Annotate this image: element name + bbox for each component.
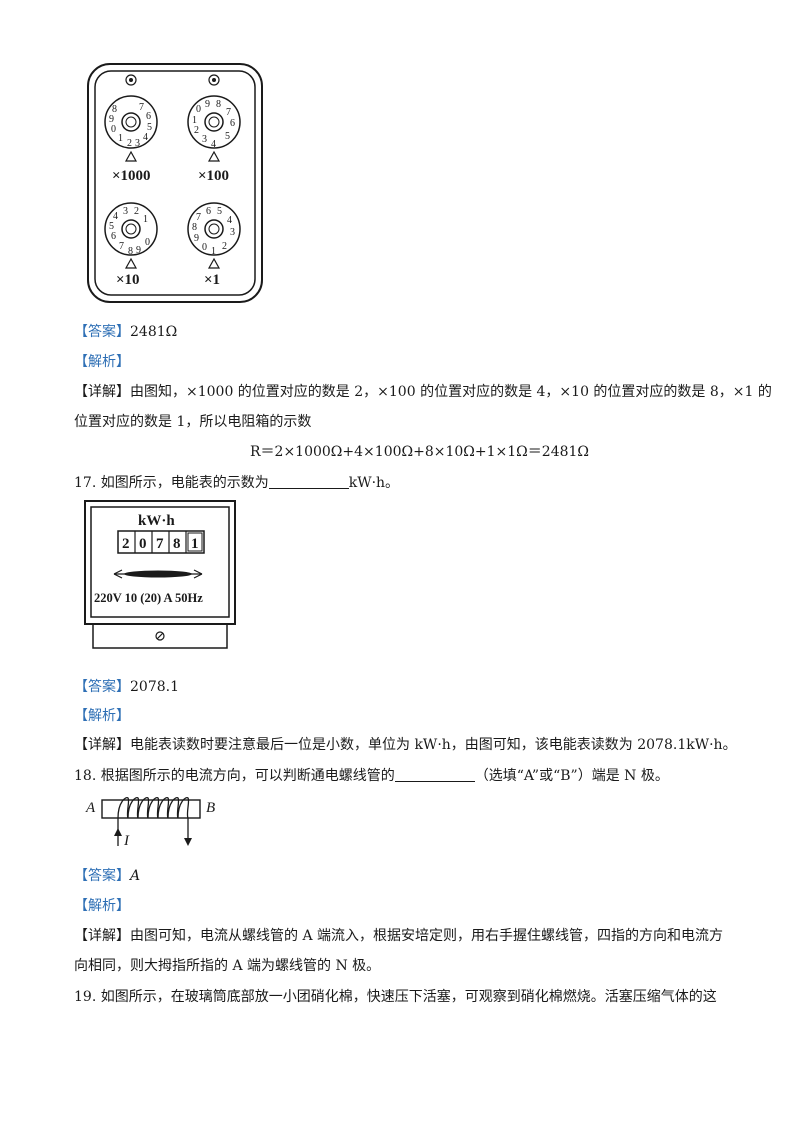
q17-answer: 2078.1 xyxy=(130,679,179,695)
q17-detail: 【详解】电能表读数时要注意最后一位是小数，单位为 kW·h，由图可知，该电能表读… xyxy=(74,737,737,753)
svg-text:8: 8 xyxy=(216,99,221,110)
svg-text:6: 6 xyxy=(230,118,235,129)
svg-text:5: 5 xyxy=(147,122,152,133)
svg-text:3: 3 xyxy=(230,227,235,238)
svg-text:9: 9 xyxy=(205,99,210,110)
svg-text:1: 1 xyxy=(211,246,216,257)
resistance-box-figure: 2 1 0 9 8 3 4 5 6 7 4 3 2 1 0 9 8 7 6 5 … xyxy=(87,63,263,303)
answer-tag: 【答案】 xyxy=(74,868,130,884)
answer-tag: 【答案】 xyxy=(74,679,130,695)
svg-text:4: 4 xyxy=(227,215,232,226)
svg-text:7: 7 xyxy=(139,102,144,113)
q18-detail-line1: 【详解】由图可知，电流从螺线管的 A 端流入，根据安培定则，用右手握住螺线管，四… xyxy=(74,928,724,944)
dial-x1[interactable]: 1 0 9 8 7 6 5 4 3 2 xyxy=(187,202,241,257)
svg-text:8: 8 xyxy=(192,222,197,233)
svg-text:3: 3 xyxy=(135,138,140,149)
dial-x100[interactable]: 4 3 2 1 0 9 8 7 6 5 xyxy=(187,95,241,150)
solenoid-coil xyxy=(117,797,190,842)
dial-x10[interactable]: 8 7 6 5 4 3 2 1 9 0 xyxy=(104,202,158,257)
svg-text:7: 7 xyxy=(119,241,124,252)
svg-text:0: 0 xyxy=(111,124,116,135)
q17-answer-blank[interactable] xyxy=(268,474,349,489)
meter-digit-1: 2 xyxy=(122,536,130,552)
q18-answer-line: 【答案】A xyxy=(74,866,140,886)
detail-tag: 【详解】 xyxy=(74,928,130,944)
q18-question: 18. 根据图所示的电流方向，可以判断通电螺线管的（选填“A”或“B”）端是 N… xyxy=(74,767,669,784)
svg-text:3: 3 xyxy=(123,206,128,217)
svg-text:8: 8 xyxy=(128,246,133,257)
svg-text:4: 4 xyxy=(211,139,216,150)
multiplier-x10: ×10 xyxy=(116,272,140,288)
q16-formula: R＝2×1000Ω+4×100Ω+8×10Ω+1×1Ω＝2481Ω xyxy=(250,444,590,460)
energy-meter-figure: kW·h 2 0 7 8 1 220V 10 (20) A 50Hz xyxy=(84,500,236,649)
dial-x1000[interactable]: 2 1 0 9 8 3 4 5 6 7 xyxy=(104,95,158,149)
svg-text:7: 7 xyxy=(196,212,201,223)
q16-answer: 2481Ω xyxy=(130,324,178,340)
q17-answer-line: 【答案】2078.1 xyxy=(74,677,179,697)
svg-text:5: 5 xyxy=(225,131,230,142)
svg-text:5: 5 xyxy=(109,221,114,232)
detail-tag: 【详解】 xyxy=(74,737,130,753)
meter-unit-label: kW·h xyxy=(138,513,175,529)
meter-digit-2: 0 xyxy=(139,536,147,552)
svg-text:1: 1 xyxy=(118,133,123,144)
svg-text:4: 4 xyxy=(143,132,148,143)
meter-disk-icon xyxy=(113,569,203,579)
svg-text:2: 2 xyxy=(134,206,139,217)
svg-text:5: 5 xyxy=(217,206,222,217)
q16-answer-line: 【答案】2481Ω xyxy=(74,322,177,342)
meter-digit-5: 1 xyxy=(191,536,199,552)
svg-text:7: 7 xyxy=(226,107,231,118)
svg-text:2: 2 xyxy=(194,125,199,136)
q17-analysis-tag: 【解析】 xyxy=(74,708,130,724)
multiplier-x1000: ×1000 xyxy=(112,168,151,184)
svg-text:0: 0 xyxy=(202,242,207,253)
q18-answer: A xyxy=(130,868,141,884)
solenoid-figure: A B I xyxy=(85,797,215,849)
solenoid-label-b: B xyxy=(206,800,215,816)
q19-question: 19. 如图所示，在玻璃筒底部放一小团硝化棉，快速压下活塞，可观察到硝化棉燃烧。… xyxy=(74,989,717,1005)
svg-text:2: 2 xyxy=(127,138,132,149)
q18-analysis-tag: 【解析】 xyxy=(74,898,130,914)
svg-text:6: 6 xyxy=(206,206,211,217)
multiplier-x1: ×1 xyxy=(204,272,220,288)
svg-text:9: 9 xyxy=(136,245,141,256)
svg-text:3: 3 xyxy=(202,134,207,145)
svg-text:9: 9 xyxy=(109,114,114,125)
svg-text:6: 6 xyxy=(146,111,151,122)
svg-text:8: 8 xyxy=(112,104,117,115)
svg-text:2: 2 xyxy=(222,241,227,252)
svg-text:9: 9 xyxy=(194,233,199,244)
resistance-box-outer xyxy=(87,63,263,303)
svg-text:1: 1 xyxy=(143,214,148,225)
resistance-box-inner xyxy=(94,70,256,296)
svg-text:4: 4 xyxy=(113,211,118,222)
svg-text:1: 1 xyxy=(192,115,197,126)
solenoid-core xyxy=(101,799,201,819)
q18-detail-line2: 向相同，则大拇指所指的 A 端为螺线管的 N 极。 xyxy=(74,958,381,974)
q16-analysis-tag: 【解析】 xyxy=(74,354,130,370)
meter-rating: 220V 10 (20) A 50Hz xyxy=(94,591,203,605)
meter-screw-icon xyxy=(155,631,165,641)
solenoid-label-a: A xyxy=(85,800,96,816)
svg-text:6: 6 xyxy=(111,231,116,242)
q16-detail-line2: 位置对应的数是 1，所以电阻箱的示数 xyxy=(74,414,312,430)
meter-digit-3: 7 xyxy=(156,536,164,552)
svg-text:0: 0 xyxy=(196,104,201,115)
meter-digit-4: 8 xyxy=(173,536,181,552)
multiplier-x100: ×100 xyxy=(198,168,229,184)
answer-tag: 【答案】 xyxy=(74,324,130,340)
current-in-arrow-icon xyxy=(114,828,122,846)
svg-text:0: 0 xyxy=(145,237,150,248)
current-out-arrow-icon xyxy=(184,838,192,846)
q18-answer-blank[interactable] xyxy=(394,767,475,782)
detail-tag: 【详解】 xyxy=(74,384,130,400)
current-label: I xyxy=(123,833,130,849)
q16-detail-line1: 【详解】由图知，×1000 的位置对应的数是 2，×100 的位置对应的数是 4… xyxy=(74,384,772,400)
